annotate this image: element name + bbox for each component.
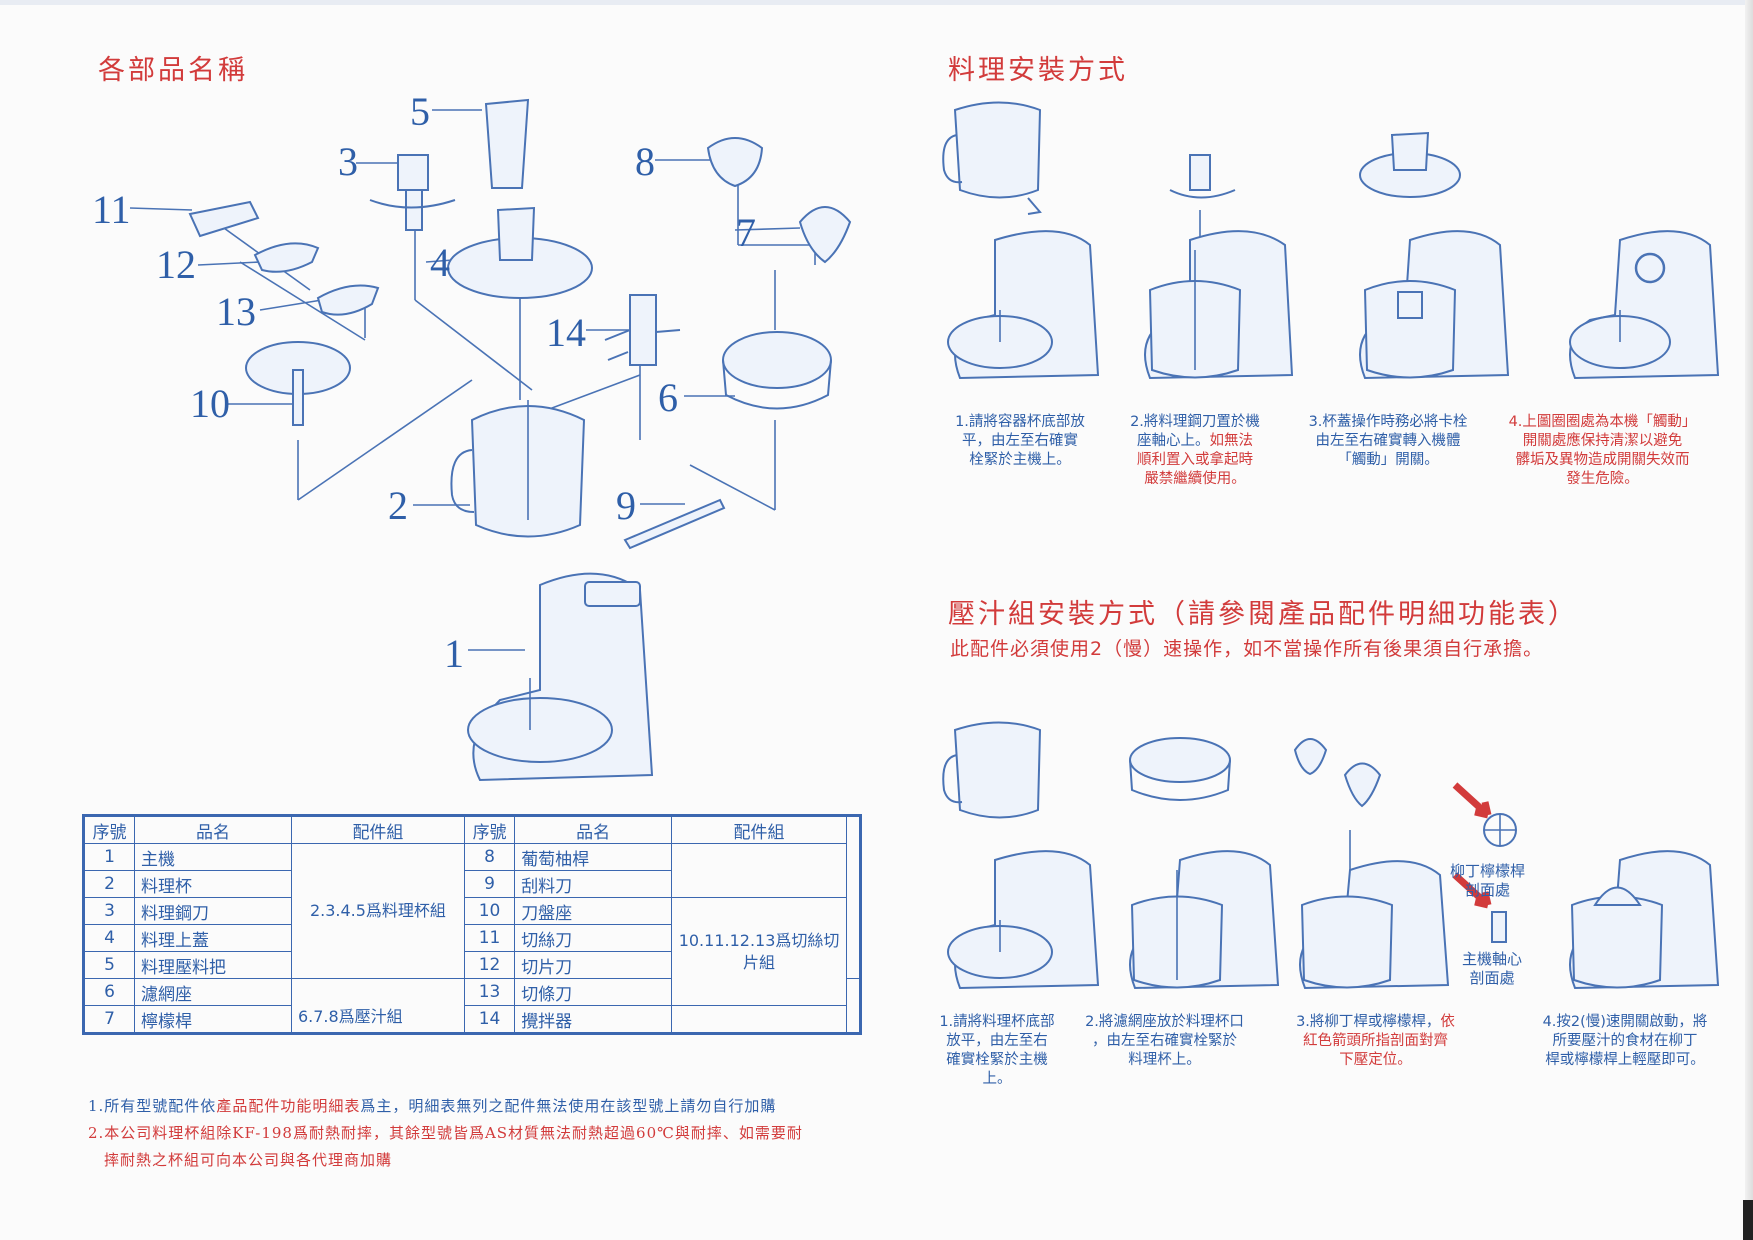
lemon-section-label: 柳丁檸檬桿 剖面處: [1450, 862, 1526, 899]
col-header: 序號: [463, 815, 516, 844]
step4-caption: 4.上圖圈圈處為本機「觸動」 開關處應保持清潔以避免 髒垢及異物造成開關失效而 …: [1495, 413, 1710, 489]
juice-step2-caption: 2.將濾網座放於料理杯口 ，由左至右確實栓緊於 料理杯上。: [1072, 1013, 1257, 1070]
step1-caption: 1.請將容器杯底部放 平，由左至右確實 栓緊於主機上。: [940, 413, 1100, 470]
juice-step1-text: 1.請將料理杯底部 放平，由左至右 確實栓緊於主機 上。: [939, 1014, 1055, 1087]
cell-name: 攪拌器: [514, 1005, 673, 1034]
step4-illustration: [1569, 230, 1720, 380]
callout-14: 14: [546, 310, 586, 355]
step1-illustration: [942, 101, 1100, 380]
table-row: 4 料理上蓋 11 切絲刀: [82, 924, 861, 952]
parts-table: 序號 品名 配件組 序號 品名 配件組 1 主機 2.3.4.5爲料理杯組 8 …: [82, 814, 862, 1035]
cell-no: 14: [463, 1005, 516, 1034]
table-row: 1 主機 2.3.4.5爲料理杯組 8 葡萄柚桿: [82, 843, 861, 979]
callout-8: 8: [635, 139, 655, 184]
parts-title: 各部品名稱: [98, 55, 248, 86]
note-1-highlight: 產品配件功能明細表: [216, 1097, 361, 1115]
cell-name: 主機: [134, 843, 292, 871]
callout-12: 12: [156, 242, 196, 287]
step1-text: 1.請將容器杯底部放 平，由左至右確實 栓緊於主機上。: [955, 414, 1085, 468]
cell-name: 料理上蓋: [134, 924, 292, 952]
cell-no: 3: [82, 897, 136, 925]
callout-7: 7: [736, 210, 756, 255]
cell-name: 切絲刀: [514, 924, 673, 952]
callout-3: 3: [338, 139, 358, 184]
table-header-row: 序號 品名 配件組 序號 品名 配件組: [82, 815, 861, 844]
cell-group-food: 2.3.4.5爲料理杯組: [290, 843, 465, 979]
table-row: 7 檸檬桿 14 攪拌器: [82, 1005, 861, 1034]
step4-warning: 4.上圖圈圈處為本機「觸動」 開關處應保持清潔以避免 髒垢及異物造成開關失效而 …: [1508, 414, 1697, 487]
scan-edge-right: [1745, 0, 1753, 1240]
step2-warning: 如無法 順利置入或拿起時 嚴禁繼續使用。: [1137, 433, 1253, 487]
juicer-title: 壓汁組安裝方式（請參閱產品配件明細功能表）: [948, 599, 1578, 630]
step3-caption: 3.杯蓋操作時務必將卡栓 由左至右確實轉入機體 「觸動」開關。: [1288, 413, 1488, 470]
juice-step1-caption: 1.請將料理杯底部 放平，由左至右 確實栓緊於主機 上。: [932, 1013, 1062, 1089]
table-row: 2 料理杯 9 刮料刀: [82, 870, 861, 898]
switch-circle-icon: [1634, 252, 1666, 284]
juice-step4-illustration: [1569, 850, 1720, 990]
juice-step3-text: 3.將柳丁桿或檸檬桿，: [1296, 1014, 1441, 1030]
juice-step3-warning: 依 紅色箭頭所指剖面對齊 下壓定位。: [1303, 1014, 1455, 1068]
callout-11: 11: [92, 187, 131, 232]
callout-13: 13: [216, 289, 256, 334]
step3-text: 3.杯蓋操作時務必將卡栓 由左至右確實轉入機體 「觸動」開關。: [1308, 414, 1468, 468]
cell-no: 11: [463, 924, 516, 952]
step2-text: 2.將料理鋼刀置於機 座軸心上。: [1130, 414, 1260, 449]
callout-5: 5: [410, 89, 430, 134]
guide-lines: [129, 109, 816, 651]
cell-name: 刮料刀: [514, 870, 673, 898]
cell-name: 切條刀: [514, 978, 673, 1006]
cell-no: 6: [82, 978, 136, 1006]
note-2-line2: 摔耐熱之杯組可向本公司與各代理商加購: [104, 1151, 393, 1169]
note-2-line1: 2.本公司料理杯組除KF-198爲耐熱耐摔，其餘型號皆爲AS材質無法耐熱超過60…: [88, 1124, 803, 1142]
juice-step4-text: 4.按2(慢)速開關啟動，將 所要壓汁的食材在柳丁 桿或檸檬桿上輕壓即可。: [1542, 1014, 1708, 1068]
cell-no: 2: [82, 870, 136, 898]
step3-illustration: [1359, 131, 1510, 380]
callout-10: 10: [190, 381, 230, 426]
note-1-pre: 1.所有型號配件依: [88, 1097, 217, 1115]
cell-group-juice: 6.7.8爲壓汁組: [290, 978, 465, 1034]
juice-step2-text: 2.將濾網座放於料理杯口 ，由左至右確實栓緊於 料理杯上。: [1085, 1014, 1244, 1068]
table-row: 5 料理壓料把 12 切片刀: [82, 951, 861, 979]
cell-name: 料理杯: [134, 870, 292, 898]
cell-name: 檸檬桿: [134, 1005, 292, 1034]
callout-9: 9: [616, 483, 636, 528]
cell-no: 8: [463, 843, 516, 871]
juice-step2-illustration: [1129, 737, 1280, 990]
callout-6: 6: [658, 375, 678, 420]
axis-section-label: 主機軸心 剖面處: [1462, 950, 1523, 987]
note-1-post: 爲主，明細表無列之配件無法使用在該型號上請勿自行加購: [360, 1097, 777, 1115]
juice-step1-illustration: [942, 721, 1100, 990]
callout-1: 1: [444, 631, 464, 676]
cell-no: 5: [82, 951, 136, 979]
cell-name: 切片刀: [514, 951, 673, 979]
assembly-title: 料理安裝方式: [948, 55, 1128, 86]
step2-caption: 2.將料理鋼刀置於機 座軸心上。如無法 順利置入或拿起時 嚴禁繼續使用。: [1115, 413, 1275, 489]
cell-group-empty: [846, 978, 861, 1034]
juicer-subtitle: 此配件必須使用2（慢）速操作，如不當操作所有後果須自行承擔。: [950, 638, 1544, 660]
cell-no: 12: [463, 951, 516, 979]
note-1: 1.所有型號配件依產品配件功能明細表爲主，明細表無列之配件無法使用在該型號上請勿…: [88, 1093, 776, 1120]
red-arrow-icon: [1452, 872, 1492, 909]
juice-step4-caption: 4.按2(慢)速開關啟動，將 所要壓汁的食材在柳丁 桿或檸檬桿上輕壓即可。: [1525, 1013, 1725, 1070]
juice-step3-illustration: [1293, 738, 1517, 990]
cell-no: 13: [463, 978, 516, 1006]
juice-step3-caption: 3.將柳丁桿或檸檬桿，依 紅色箭頭所指剖面對齊 下壓定位。: [1278, 1013, 1473, 1070]
cell-group-slice: 10.11.12.13爲切絲切片組: [671, 897, 847, 1006]
scan-mark: [1743, 1200, 1753, 1240]
callout-2: 2: [388, 483, 408, 528]
exploded-diagram: [129, 98, 852, 782]
cell-no: 10: [463, 897, 516, 925]
callout-4: 4: [430, 240, 450, 285]
step2-illustration: [1144, 154, 1294, 380]
scan-edge: [0, 0, 1753, 5]
note-2: 2.本公司料理杯組除KF-198爲耐熱耐摔，其餘型號皆爲AS材質無法耐熱超過60…: [88, 1120, 803, 1174]
col-header: 配件組: [671, 815, 847, 844]
col-header: 品名: [514, 815, 673, 844]
axis-section-icon: [1491, 911, 1507, 943]
cell-no: 1: [82, 843, 136, 871]
cell-no: 7: [82, 1005, 136, 1034]
red-arrow-icon: [1452, 782, 1492, 819]
